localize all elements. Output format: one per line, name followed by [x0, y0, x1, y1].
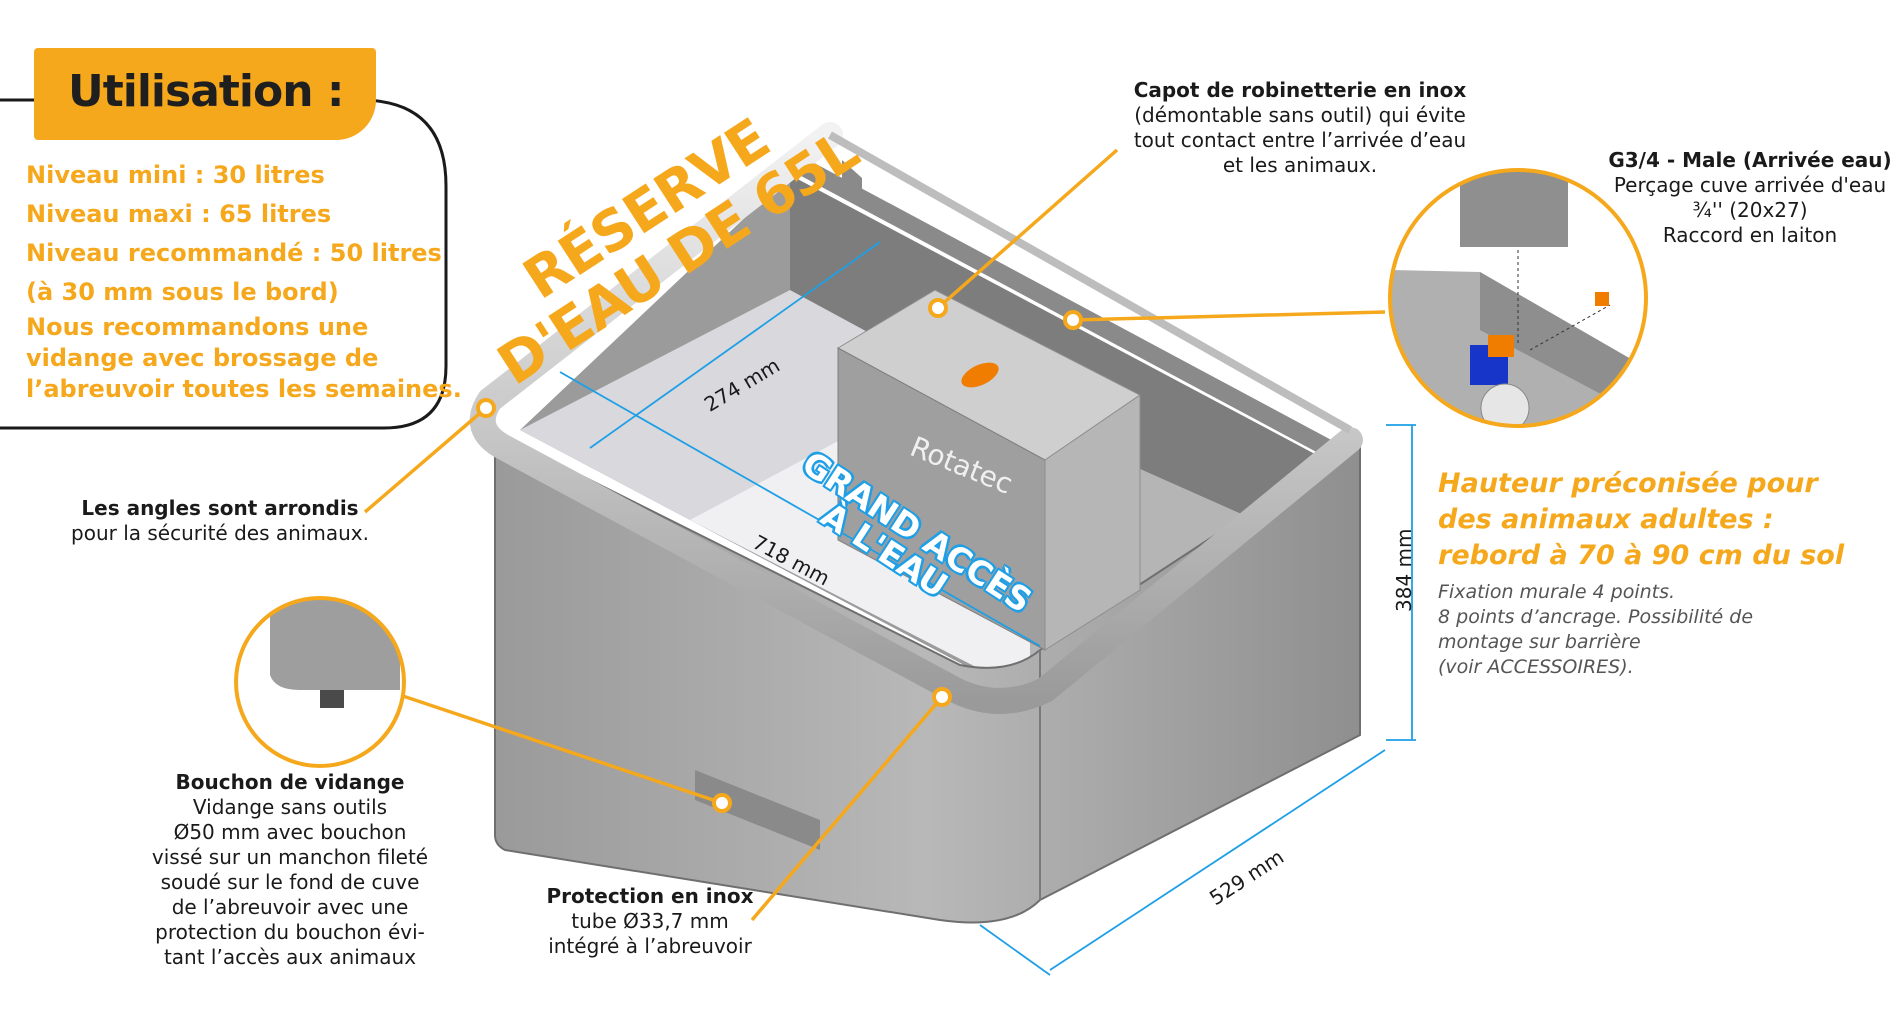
drain-line: tant l’accès aux animaux — [163, 945, 417, 969]
drain-callout: Bouchon de vidange Vidange sans outils Ø… — [130, 770, 450, 970]
inlet-line: Perçage cuve arrivée d'eau — [1613, 173, 1887, 197]
inlet-line: ¾'' (20x27) — [1692, 198, 1808, 222]
protection-callout: Protection en inox tube Ø33,7 mm intégré… — [510, 884, 790, 959]
drain-line: Vidange sans outils — [192, 795, 388, 819]
utilisation-line: Niveau mini : 30 litres — [26, 161, 325, 189]
fixation-line: (voir ACCESSOIRES). — [1438, 656, 1634, 678]
height-line: rebord à 70 à 90 cm du sol — [1438, 540, 1845, 571]
drain-line: de l’abreuvoir avec une — [171, 895, 409, 919]
drain-line: vissé sur un manchon fileté — [151, 845, 429, 869]
drain-line: soudé sur le fond de cuve — [160, 870, 420, 894]
drain-line: protection du bouchon évi- — [155, 920, 425, 944]
drain-line: Ø50 mm avec bouchon — [173, 820, 407, 844]
utilisation-line: (à 30 mm sous le bord) — [26, 278, 339, 306]
dimension-height: 384 mm — [1392, 528, 1416, 613]
water-floor — [690, 440, 1040, 700]
fixation-line: montage sur barrière — [1438, 631, 1641, 653]
fixation-line: 8 points d’ancrage. Possibilité de — [1438, 606, 1754, 628]
utilisation-title: Utilisation : — [68, 66, 344, 117]
inlet-detail-circle — [1388, 168, 1648, 428]
capot-line: (démontable sans outil) qui évite — [1134, 103, 1466, 127]
angles-line: pour la sécurité des animaux. — [71, 521, 369, 545]
utilisation-frame — [0, 98, 448, 430]
protection-line: tube Ø33,7 mm — [571, 909, 729, 933]
utilisation-line: Niveau maxi : 65 litres — [26, 200, 332, 228]
capot-line: et les animaux. — [1222, 153, 1378, 177]
drain-detail-circle — [234, 596, 406, 768]
height-recommendation: Hauteur préconisée pour des animaux adul… — [1438, 466, 1888, 574]
valve-cover-side — [1044, 394, 1141, 651]
utilisation-line: Nous recommandons une — [26, 313, 369, 341]
inlet-line: Raccord en laiton — [1662, 223, 1838, 247]
angles-title: Les angles sont arrondis — [81, 496, 359, 520]
utilisation-tab — [34, 48, 376, 140]
inlet-title: G3/4 - Male (Arrivée eau) — [1608, 148, 1892, 172]
drain-title: Bouchon de vidange — [175, 770, 405, 794]
fixation-line: Fixation murale 4 points. — [1438, 581, 1676, 603]
utilisation-line: vidange avec brossage de — [26, 344, 379, 372]
angles-callout: Les angles sont arrondis pour la sécurit… — [60, 496, 380, 546]
capot-line: tout contact entre l’arrivée d’eau — [1133, 128, 1467, 152]
fixation-note: Fixation murale 4 points. 8 points d’anc… — [1438, 580, 1888, 680]
height-line: des animaux adultes : — [1438, 504, 1774, 535]
utilisation-line: l’abreuvoir toutes les semaines. — [26, 375, 462, 403]
protection-title: Protection en inox — [546, 884, 754, 908]
protection-line: intégré à l’abreuvoir — [548, 934, 752, 958]
utilisation-list: Niveau mini : 30 litres Niveau maxi : 65… — [26, 156, 462, 405]
height-line: Hauteur préconisée pour — [1438, 468, 1818, 499]
capot-callout: Capot de robinetterie en inox (démontabl… — [1120, 78, 1480, 178]
back-wall — [790, 150, 1350, 470]
capot-title: Capot de robinetterie en inox — [1133, 78, 1467, 102]
drain-bracket — [695, 770, 820, 850]
inlet-callout: G3/4 - Male (Arrivée eau) Perçage cuve a… — [1600, 148, 1900, 248]
utilisation-line: Niveau recommandé : 50 litres — [26, 239, 442, 267]
